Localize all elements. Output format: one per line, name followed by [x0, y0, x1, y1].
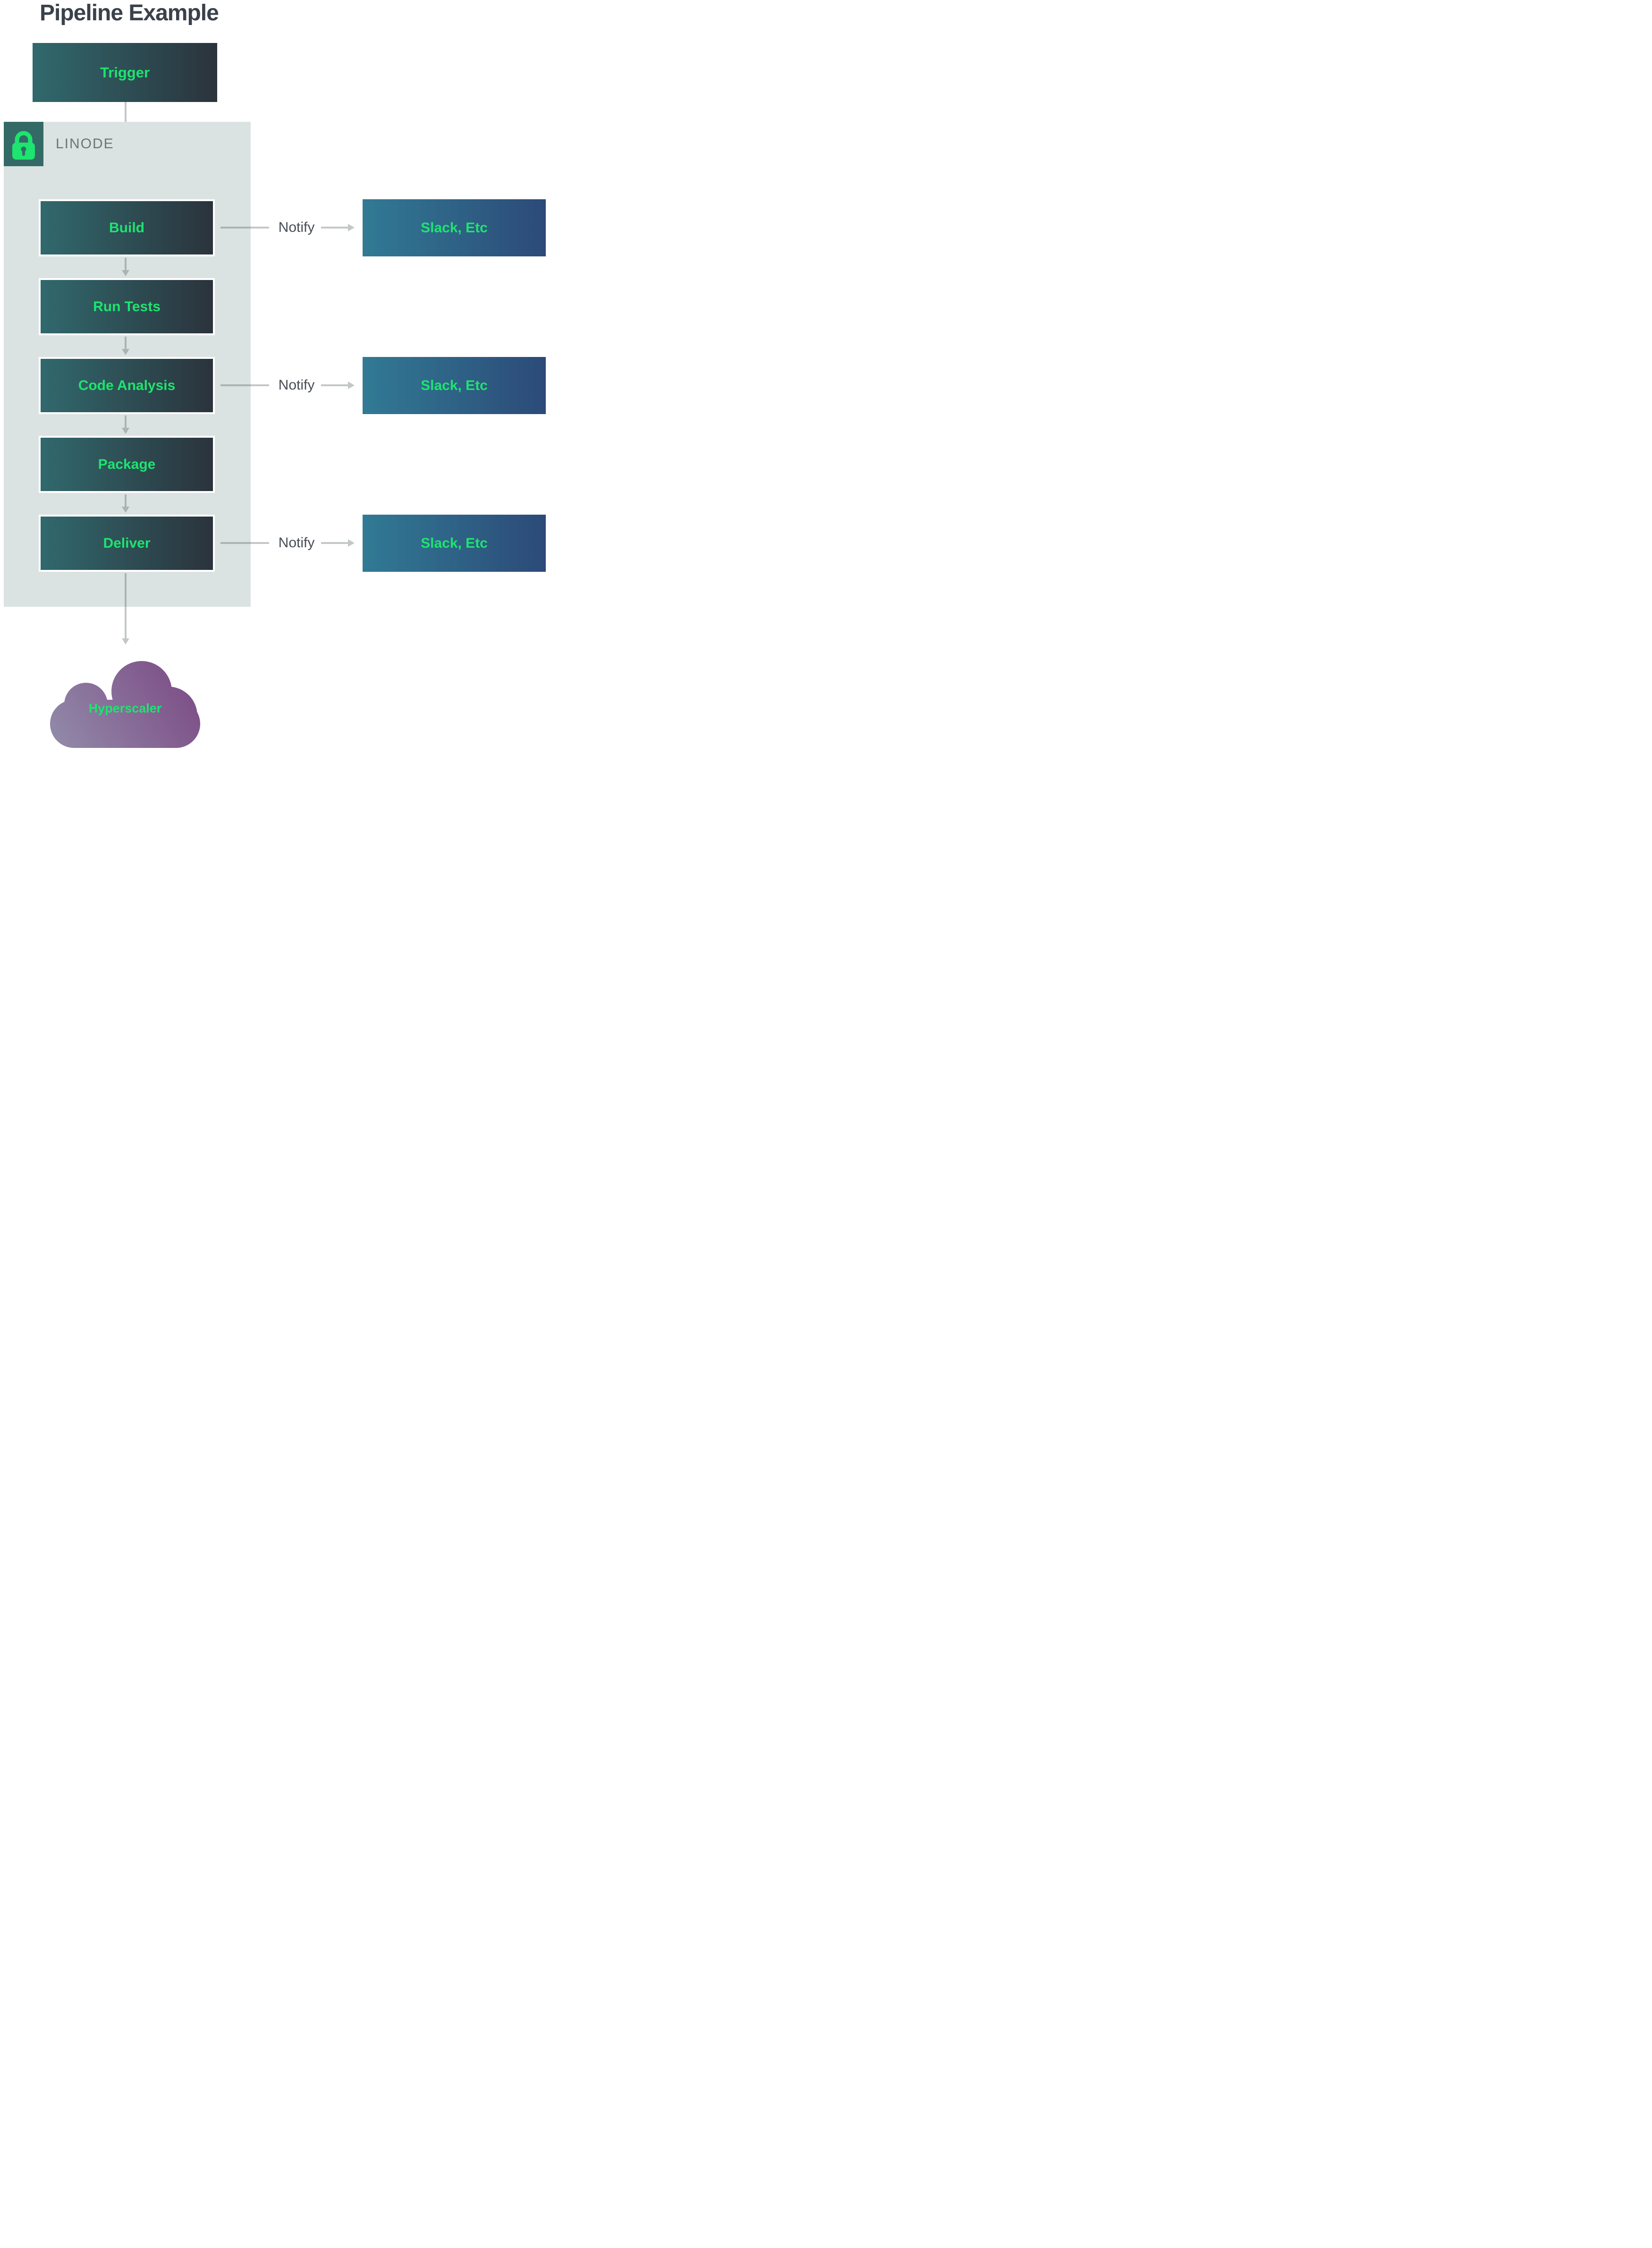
arrow-head-icon — [122, 349, 129, 355]
arrow-package-to-deliver — [125, 494, 127, 507]
stage-label: Run Tests — [93, 298, 161, 314]
slack-label: Slack, Etc — [421, 377, 488, 393]
notify-label: Notify — [278, 220, 315, 235]
lock-badge — [4, 122, 43, 166]
notify-connector-build — [220, 227, 269, 229]
stage-node-deliver: Deliver — [39, 515, 215, 572]
notify-label: Notify — [278, 535, 315, 551]
stage-label: Deliver — [103, 535, 151, 551]
linode-label: LINODE — [56, 136, 114, 152]
arrow-head-icon — [348, 382, 355, 389]
stage-node-package: Package — [39, 436, 215, 493]
notify-connector-deliver — [220, 542, 269, 544]
slack-label: Slack, Etc — [421, 535, 488, 551]
slack-label: Slack, Etc — [421, 220, 488, 236]
arrow-build-to-run-tests — [125, 258, 127, 270]
stage-node-build: Build — [39, 199, 215, 256]
notify-arrow-code-analysis — [321, 384, 348, 386]
cloud-icon — [50, 661, 200, 748]
arrow-code-analysis-to-package — [125, 416, 127, 428]
arrow-head-icon — [122, 638, 129, 645]
notify-connector-code-analysis — [220, 384, 269, 386]
notify-target-slack-build: Slack, Etc — [363, 199, 546, 256]
notify-label: Notify — [278, 377, 315, 393]
arrow-head-icon — [122, 428, 129, 434]
stage-label: Build — [109, 220, 144, 236]
lock-icon — [12, 131, 35, 160]
trigger-node: Trigger — [33, 43, 217, 102]
arrow-deliver-to-hyperscaler — [125, 573, 127, 638]
hyperscaler-cloud — [49, 661, 201, 748]
trigger-label: Trigger — [100, 64, 150, 81]
hyperscaler-label: Hyperscaler — [88, 701, 162, 715]
stage-label: Code Analysis — [78, 377, 176, 393]
notify-target-slack-deliver: Slack, Etc — [363, 515, 546, 572]
arrow-head-icon — [348, 224, 355, 231]
stage-node-code-analysis: Code Analysis — [39, 357, 215, 414]
notify-arrow-deliver — [321, 542, 348, 544]
stage-label: Package — [98, 456, 156, 472]
notify-target-slack-code-analysis: Slack, Etc — [363, 357, 546, 414]
arrow-run-tests-to-code-analysis — [125, 337, 127, 349]
pipeline-diagram: Pipeline Example Trigger LINODE Build Ru… — [0, 0, 551, 749]
stage-node-run-tests: Run Tests — [39, 278, 215, 335]
page-title: Pipeline Example — [40, 0, 219, 25]
arrow-head-icon — [348, 539, 355, 547]
arrow-head-icon — [122, 270, 129, 276]
notify-arrow-build — [321, 227, 348, 229]
arrow-head-icon — [122, 507, 129, 513]
